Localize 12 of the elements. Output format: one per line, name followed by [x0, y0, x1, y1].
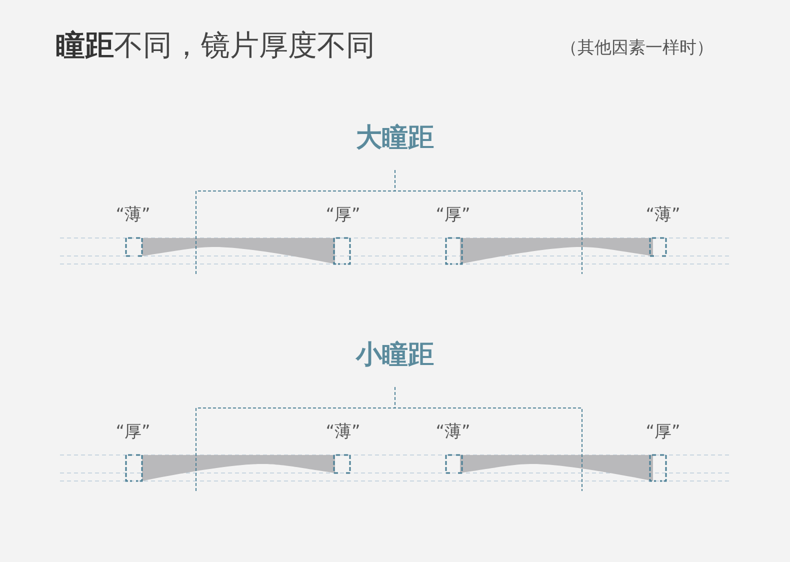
thickness-label: “薄”: [436, 421, 470, 443]
note-text: （其他因素一样时）: [560, 37, 714, 59]
page-title: 瞳距不同，镜片厚度不同: [56, 27, 375, 64]
thickness-label: “薄”: [326, 421, 360, 443]
thickness-label: “厚”: [436, 204, 470, 226]
thickness-label: “薄”: [116, 204, 150, 226]
section-heading: 小瞳距: [356, 339, 434, 372]
thickness-label: “薄”: [646, 204, 680, 226]
section-heading: 大瞳距: [356, 122, 434, 155]
thickness-label: “厚”: [326, 204, 360, 226]
thickness-label: “厚”: [116, 421, 150, 443]
thickness-label: “厚”: [646, 421, 680, 443]
